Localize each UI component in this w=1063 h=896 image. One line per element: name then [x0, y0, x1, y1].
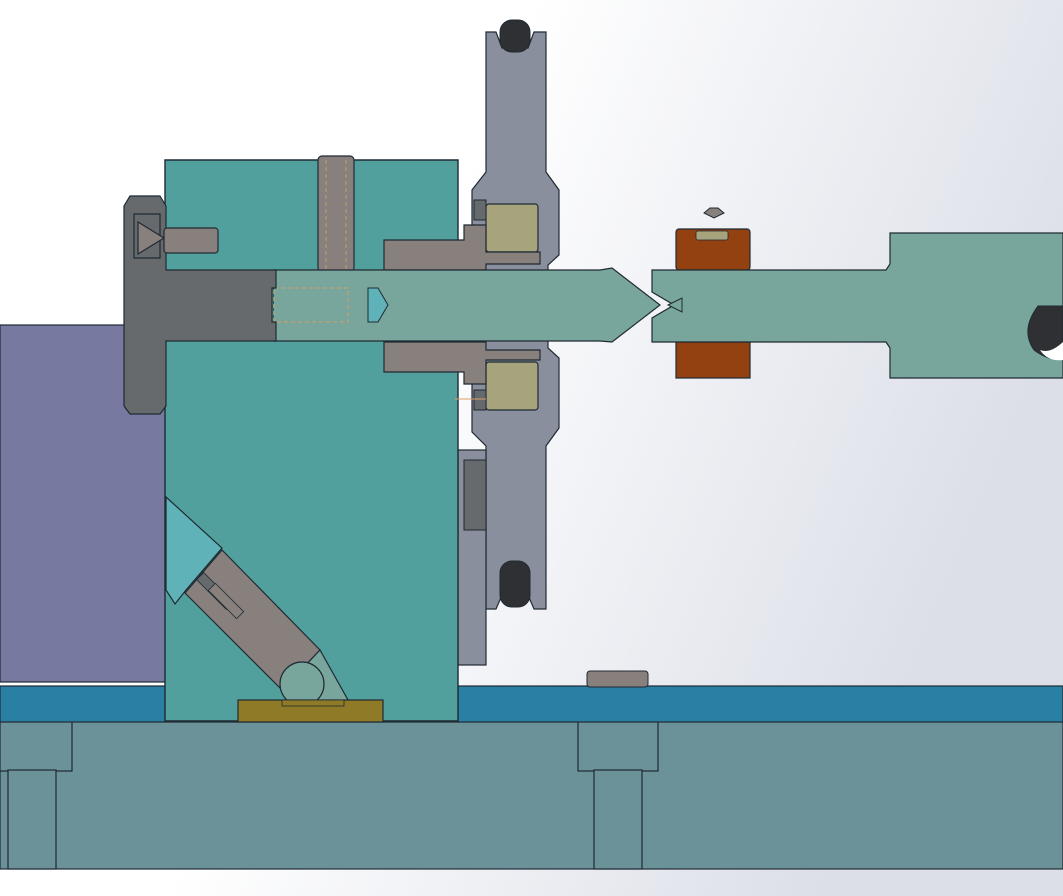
middle-support-stem[interactable] [593, 769, 643, 870]
collar-tab [703, 207, 725, 219]
base-plate[interactable] [0, 720, 1063, 870]
tailstock-shaft[interactable] [651, 232, 1063, 379]
middle-support-foot[interactable] [577, 720, 659, 772]
sleeve-pin[interactable] [317, 155, 355, 273]
base-plate-group[interactable] [0, 720, 1063, 870]
flat-head-screw[interactable] [133, 213, 219, 259]
cutter-slot-2 [207, 582, 245, 620]
lower-roller[interactable] [499, 560, 531, 608]
shaft-bushing-lower[interactable] [383, 341, 541, 385]
upper-bearing[interactable] [485, 203, 539, 253]
base-rail[interactable] [0, 685, 1063, 723]
lower-bearing[interactable] [485, 361, 539, 411]
shaft-pilot-hole [273, 287, 389, 323]
clamp-collar[interactable] [675, 207, 751, 379]
left-support-foot[interactable] [0, 720, 73, 772]
pulley-hub-shadow [463, 459, 487, 531]
lower-bearing-spacer [473, 389, 487, 411]
base-pad-inset [281, 699, 345, 707]
tailstock-cross-hole-highlight [1040, 342, 1063, 361]
spindle-shaft[interactable] [273, 267, 661, 343]
upper-roller[interactable] [499, 19, 531, 53]
upper-bearing-spacer [473, 199, 487, 221]
cutter-cone [165, 495, 223, 606]
tailstock-center-point [666, 297, 683, 313]
left-support-stem[interactable] [7, 769, 57, 870]
rail-stop-block[interactable] [586, 670, 649, 688]
